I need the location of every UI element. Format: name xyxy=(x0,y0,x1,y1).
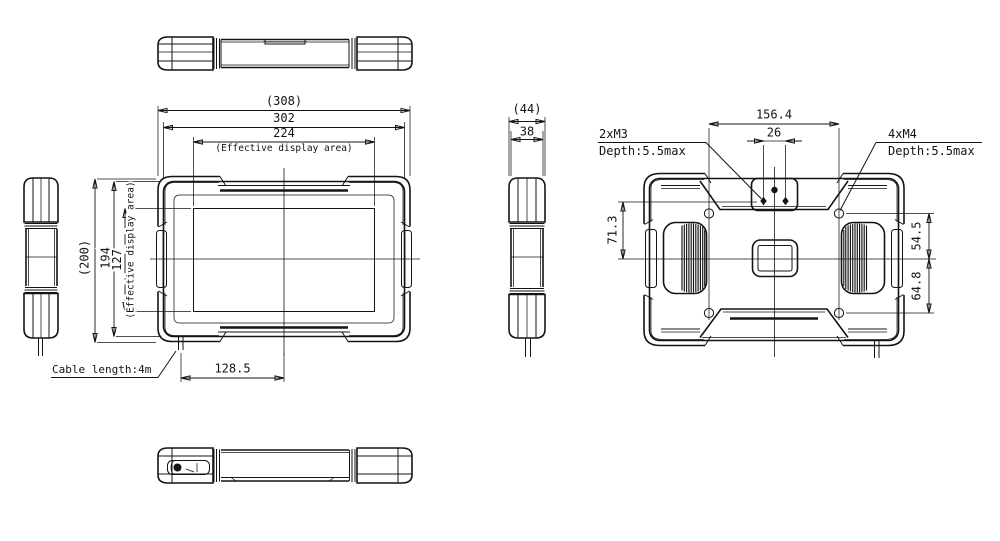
dim-depth-overall: (44) xyxy=(508,102,546,176)
dim-body-height: 194 xyxy=(97,181,161,337)
center-mount xyxy=(751,239,799,278)
dim-top-hole-to-centerline-label: 54.5 xyxy=(910,222,924,251)
m3-hole-left xyxy=(760,196,767,206)
m3-hole-right xyxy=(782,196,789,206)
dim-top-hole-to-centerline: 54.5 xyxy=(908,213,932,260)
dim-m3-to-centerline-label: 71.3 xyxy=(606,216,620,245)
rear-view xyxy=(618,128,936,358)
cable-callout: Cable length:4m xyxy=(51,350,177,378)
dim-body-height-label: 194 xyxy=(99,247,113,269)
cable-note-label: Cable length:4m xyxy=(52,363,152,376)
dim-overall-width: (308) xyxy=(157,94,411,176)
dim-cable-offset: 128.5 xyxy=(180,353,285,382)
dim-bottom-hole-to-centerline: 64.8 xyxy=(908,258,932,314)
dim-overall-height-label: (200) xyxy=(78,240,92,276)
m3-callout-line1: 2xM3 xyxy=(599,127,628,141)
m3-callout: 2xM3 Depth:5.5max xyxy=(598,127,762,200)
m4-callout: 4xM4 Depth:5.5max xyxy=(839,127,982,211)
dim-m3-pitch: 26 xyxy=(747,124,802,144)
dim-mount-hole-pitch: 156.4 xyxy=(708,108,840,127)
center-side-view xyxy=(508,177,546,357)
dim-display-height: 127 (Effective display area) xyxy=(108,179,191,321)
m4-callout-line1: 4xM4 xyxy=(888,127,917,141)
dim-depth-overall-label: (44) xyxy=(513,102,542,116)
dim-body-width-label: 302 xyxy=(273,111,295,125)
dim-depth-body-label: 38 xyxy=(520,125,534,139)
dim-m3-to-centerline: 71.3 xyxy=(604,201,626,260)
front-view xyxy=(150,168,420,356)
connector-detail xyxy=(173,463,182,472)
dim-display-height-label: 127 xyxy=(110,249,124,271)
left-side-view xyxy=(23,177,59,356)
dim-bottom-hole-to-centerline-label: 64.8 xyxy=(910,272,924,301)
m3-callout-line2: Depth:5.5max xyxy=(599,144,686,158)
grip-left xyxy=(662,221,708,295)
dim-body-width: 302 xyxy=(163,111,405,178)
dim-depth-body: 38 xyxy=(510,125,544,176)
top-view xyxy=(157,36,413,71)
bottom-view xyxy=(157,447,413,484)
dim-cable-offset-label: 128.5 xyxy=(214,362,250,376)
display-area-note-horizontal: (Effective display area) xyxy=(215,143,352,154)
dim-display-width-label: 224 xyxy=(273,126,295,140)
dim-display-width: 224 (Effective display area) xyxy=(193,126,375,206)
dim-overall-width-label: (308) xyxy=(266,94,302,108)
dim-overall-height: (200) xyxy=(78,178,156,343)
m4-callout-line2: Depth:5.5max xyxy=(888,144,975,158)
grip-right xyxy=(840,221,886,295)
display-area-note-vertical: (Effective display area) xyxy=(126,181,137,318)
dim-mount-hole-pitch-label: 156.4 xyxy=(756,108,792,122)
dim-m3-pitch-label: 26 xyxy=(767,126,781,140)
